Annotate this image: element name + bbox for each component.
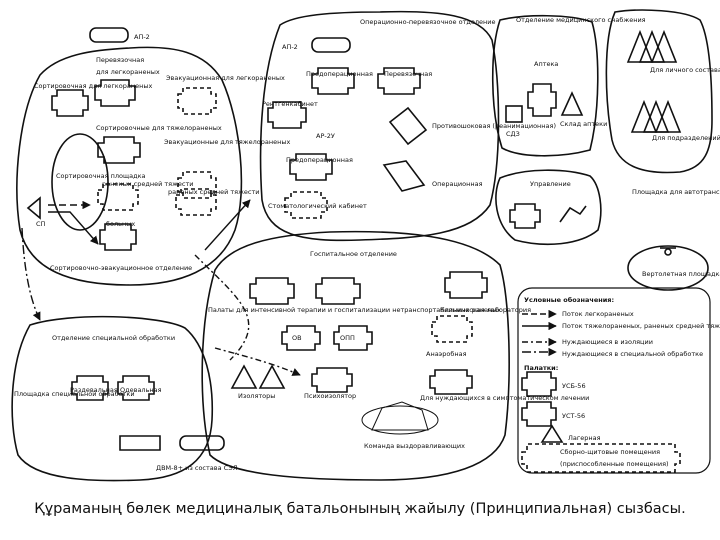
deployment-diagram: АП-2 АП-2 Перевязочная для легкораненых …: [11, 9, 720, 482]
tents-solid: [51, 67, 557, 427]
outline-upravlenie: [495, 169, 602, 246]
label-predoperacionnaya: Предоперационная: [306, 70, 373, 78]
label-anaerobnaya: Анаэробная: [426, 350, 467, 358]
label-dlya-podrazdeleniy: Для подразделений обеспечения и обслужив…: [652, 134, 720, 142]
label-ranenyh-sredney: раненых средней тяжести: [102, 180, 194, 188]
label-ap2-mid: АП-2: [282, 43, 298, 51]
outline-sort-evak: [16, 46, 243, 286]
label-sort-legko: Сортировочная для легкораненых: [34, 82, 152, 90]
label-komanda: Команда выздоравливающих: [364, 442, 465, 450]
label-apteka: Аптека: [534, 60, 558, 68]
label-sklad-apteki: Склад аптеки: [560, 120, 607, 128]
outline-vertoletnaya: [627, 245, 709, 291]
outline-specobrabotka: [11, 315, 214, 482]
flow-evak: [204, 199, 251, 251]
label-psihoizolyator: Психоизолятор: [304, 392, 356, 400]
sdz-box: [505, 105, 523, 123]
label-odevalnaya: Одевальная: [120, 386, 162, 394]
flow-special: [21, 227, 41, 321]
label-evak-tyazhelo: Эвакуационные для тяжелораненых: [164, 138, 290, 146]
label-perevyazochnaya: Перевязочная: [96, 56, 144, 64]
label-razdevalnaya: Раздевальная: [70, 386, 118, 394]
label-protivoshok: Противошоковая (реанимационная): [432, 122, 556, 130]
flow-isolation: [194, 254, 250, 361]
outline-snabzhenie: [491, 14, 599, 157]
outline-oper-perev: [259, 10, 500, 242]
caption: Құраманың бөлек медициналық батальонының…: [34, 501, 686, 517]
label-sort-tyazhelo: Сортировочные для тяжелораненых: [96, 124, 222, 132]
label-opp: ОПП: [340, 334, 355, 342]
label-palaty: Палаты для интенсивной терапии и госпита…: [208, 306, 501, 314]
label-sdz: СДЗ: [506, 130, 520, 138]
legend-box: [517, 287, 711, 474]
label-otd-specobrabotki: Отделение специальной обработки: [52, 334, 175, 342]
label-dlya-nuzhdayushihsya: Для нуждающихся в симптоматическом лечен…: [420, 394, 589, 402]
legend-tent-4: Сборно-щитовые помещения: [560, 448, 660, 456]
legend-tent-2: УСТ-56: [562, 412, 585, 420]
tents-dashed: [97, 87, 681, 473]
bath-shape: [119, 435, 161, 451]
label-bolnyh: больных: [106, 220, 135, 228]
label-oper-perev-otd: Операционно-перевязочное отделение: [360, 18, 495, 26]
label-sort-evak-otd: Сортировочно-эвакуационное отделение: [50, 264, 192, 272]
sort-triangle: [26, 196, 41, 220]
label-gospitalnoe: Госпитальное отделение: [310, 250, 397, 258]
label-izolyatory: Изоляторы: [238, 392, 275, 400]
legend-item-4: Нуждающиеся в специальной обработке: [562, 350, 703, 358]
label-klinicheskaya: Клиническая лаборатория: [440, 306, 531, 314]
label-ploshadka-specobrabotki: Площадка специальной обработки: [14, 390, 135, 398]
label-sp: СП: [36, 220, 46, 228]
legend-tent-3: Лагерная: [568, 434, 601, 442]
legend-item-2: Поток тяжелораненых, раненых средней тяж…: [562, 322, 720, 330]
outline-gospital: [201, 230, 510, 481]
komanda-icon: [371, 401, 429, 431]
antenna: [559, 205, 587, 223]
label-ar2u: АР-2У: [316, 132, 335, 140]
helicopter-icon: [660, 247, 676, 256]
legend-tent-1: УСБ-56: [562, 382, 586, 390]
legend-item-1: Поток легкораненых: [562, 310, 634, 318]
label-rentgen: Рентгенкабинет: [262, 100, 318, 108]
label-perevyazochnaya-2: Перевязочная: [384, 70, 432, 78]
outline-sort-ploshadka: [51, 133, 109, 231]
label-dlya-lichnogo: Для личного состава: [650, 66, 720, 74]
flow-heavy: [48, 211, 99, 245]
label-sort-ploshadka: Сортировочная площадка: [56, 172, 146, 180]
dvm-vehicle: [179, 435, 225, 451]
flow-psy: [214, 347, 301, 376]
tent-triangles: [230, 29, 682, 443]
label-vertoletnaya: Вертолетная площадка: [642, 270, 720, 278]
legend-tents-title: Палатки:: [524, 364, 558, 372]
legend-title: Условные обозначения:: [524, 296, 614, 304]
outline-personnel: [605, 9, 713, 174]
ap2-left-vehicle: [89, 27, 129, 43]
label-predoperacionnaya-2: Предоперационная: [286, 156, 353, 164]
label-dlya-legkoranenyh: для легкораненых: [96, 68, 160, 76]
ap2-mid-vehicle: [311, 37, 351, 53]
legend-item-3: Нуждающиеся в изоляции: [562, 338, 653, 346]
label-ov: ОВ: [292, 334, 302, 342]
label-dvm: ДВМ-8+ из состава СЭЛ: [156, 464, 238, 472]
label-ranenyh-sredney-2: раненых средней тяжести: [168, 188, 260, 196]
label-stomatolog: Стоматологический кабинет: [268, 202, 367, 210]
label-ploshadka-avto: Площадка для автотранспорта: [632, 188, 720, 196]
label-operacionnaya: Операционная: [432, 180, 483, 188]
label-otd-snabzheniya: Отделение медицинского снабжения: [516, 16, 646, 24]
label-upravlenie: Управление: [530, 180, 571, 188]
label-ap2-left: АП-2: [134, 33, 150, 41]
legend-tents-note: (приспособленные помещения): [560, 460, 669, 468]
label-evak-legko: Эвакуационная для легкораненых: [166, 74, 285, 82]
outline-komanda: [361, 405, 439, 435]
